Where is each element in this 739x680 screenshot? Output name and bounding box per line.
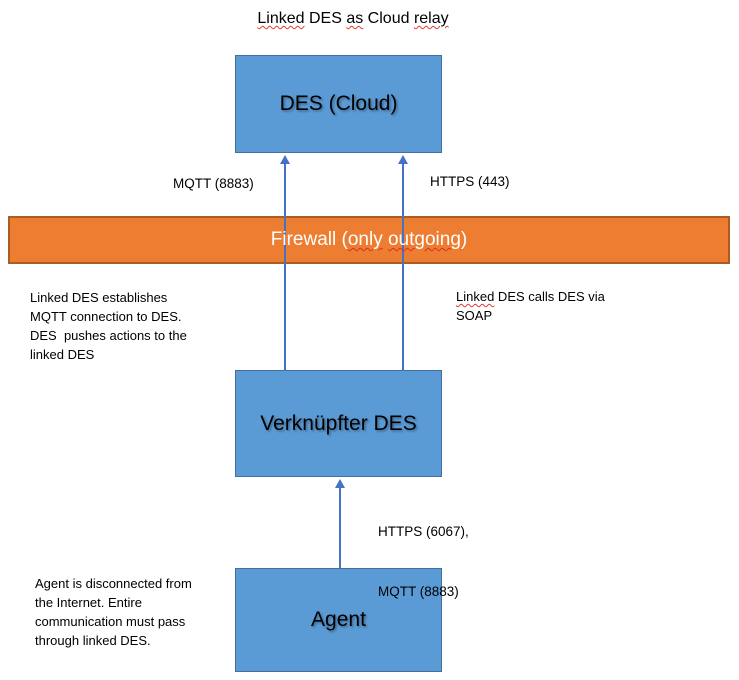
- note-line: Linked DES calls DES via: [456, 287, 605, 306]
- des-cloud-box: DES (Cloud): [235, 55, 442, 153]
- firewall-label-outgoing: outgoing: [387, 229, 461, 250]
- title-word-as: as: [346, 10, 364, 27]
- note-agent-disconnected: Agent is disconnected from the Internet.…: [35, 574, 192, 650]
- firewall-label-prefix: Firewall (: [270, 229, 348, 250]
- note-linked-des-soap: Linked DES calls DES via SOAP: [456, 287, 605, 325]
- note-line: linked DES: [30, 347, 95, 362]
- firewall-bar: Firewall (only outgoing): [8, 216, 730, 264]
- note-line: communication must pass: [35, 614, 186, 629]
- mqtt-port-label: MQTT (8883): [173, 176, 254, 191]
- title-word-relay: relay: [413, 10, 449, 27]
- note-linked-des-mqtt: Linked DES establishes MQTT connection t…: [30, 288, 187, 364]
- agent-ports-label-line2: MQTT (8883): [378, 584, 459, 599]
- note-line: SOAP: [456, 308, 493, 323]
- linked-des-box: Verknüpfter DES: [235, 370, 442, 477]
- note-word-linked: Linked: [456, 289, 495, 304]
- note-line: through linked DES.: [35, 633, 151, 648]
- note-line: DES pushes actions to the: [30, 328, 187, 343]
- linked-des-box-label: Verknüpfter DES: [260, 411, 417, 435]
- agent-ports-label-line1: HTTPS (6067),: [378, 524, 469, 539]
- note-line: MQTT connection to DES.: [30, 309, 182, 324]
- firewall-label-only: only: [347, 229, 383, 250]
- firewall-label-suffix: ): [460, 229, 468, 250]
- diagram-title: Linked DES as Cloud relay: [0, 10, 706, 28]
- https-port-label: HTTPS (443): [430, 174, 510, 189]
- note-line: the Internet. Entire: [35, 595, 142, 610]
- title-word-cloud: Cloud: [363, 10, 414, 27]
- title-word-linked: Linked: [257, 10, 305, 27]
- note-rest: DES calls DES via: [494, 289, 605, 304]
- agent-box: Agent: [235, 568, 442, 672]
- des-cloud-box-label: DES (Cloud): [279, 92, 398, 115]
- https-arrow-line: [402, 163, 404, 371]
- agent-arrow-up-icon: [335, 479, 345, 488]
- mqtt-arrow-up-icon: [280, 155, 290, 164]
- note-line: Agent is disconnected from: [35, 576, 192, 591]
- mqtt-arrow-line: [284, 163, 286, 371]
- agent-ports-label: HTTPS (6067), MQTT (8883): [378, 482, 469, 642]
- note-line: Linked DES establishes: [30, 290, 168, 305]
- https-arrow-up-icon: [398, 155, 408, 164]
- title-word-des: DES: [304, 10, 347, 27]
- agent-arrow-line: [339, 487, 341, 568]
- firewall-label: Firewall (only outgoing): [271, 229, 467, 251]
- agent-box-label: Agent: [311, 608, 366, 631]
